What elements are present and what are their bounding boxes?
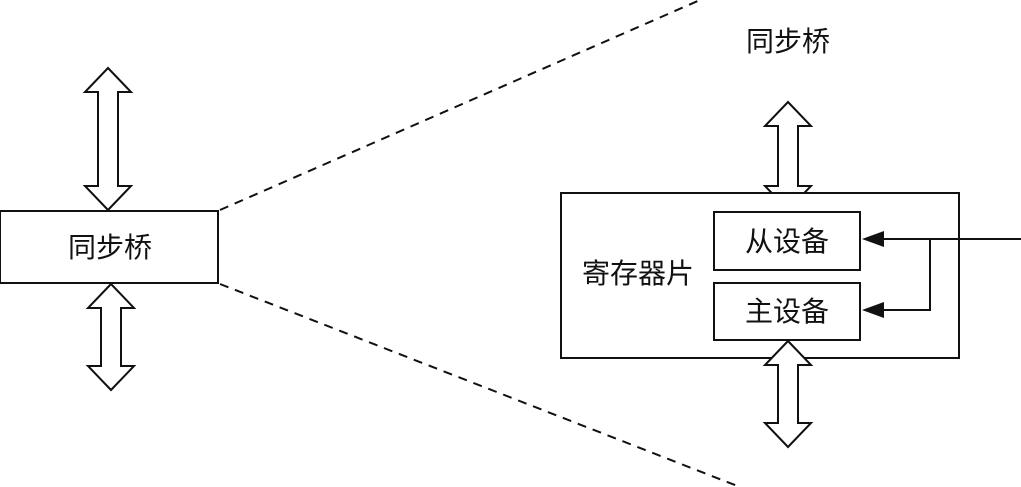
zoom-line-bottom (219, 283, 741, 487)
left-bridge-label: 同步桥 (68, 231, 152, 264)
master-device-box (713, 282, 861, 341)
left-bottom-bidirectional-arrow (85, 282, 137, 392)
master-input-arrowhead (862, 302, 884, 318)
slave-device-box (713, 211, 861, 271)
left-bridge-group: 同步桥 (0, 66, 219, 392)
slave-device-label: 从设备 (745, 225, 829, 258)
left-top-bidirectional-arrow (82, 66, 134, 212)
zoom-line-top (219, 0, 701, 211)
register-chip-label: 寄存器片 (582, 257, 694, 290)
zoomed-bridge-group: 同步桥 寄存器片 从设备 主设备 (560, 25, 1021, 449)
slave-input-arrowhead (862, 231, 884, 247)
master-branch-line (876, 239, 931, 311)
master-device-label: 主设备 (745, 295, 829, 328)
right-bottom-bidirectional-arrow (762, 339, 814, 449)
zoomed-bridge-title: 同步桥 (746, 25, 830, 58)
left-bridge-box (0, 210, 219, 284)
